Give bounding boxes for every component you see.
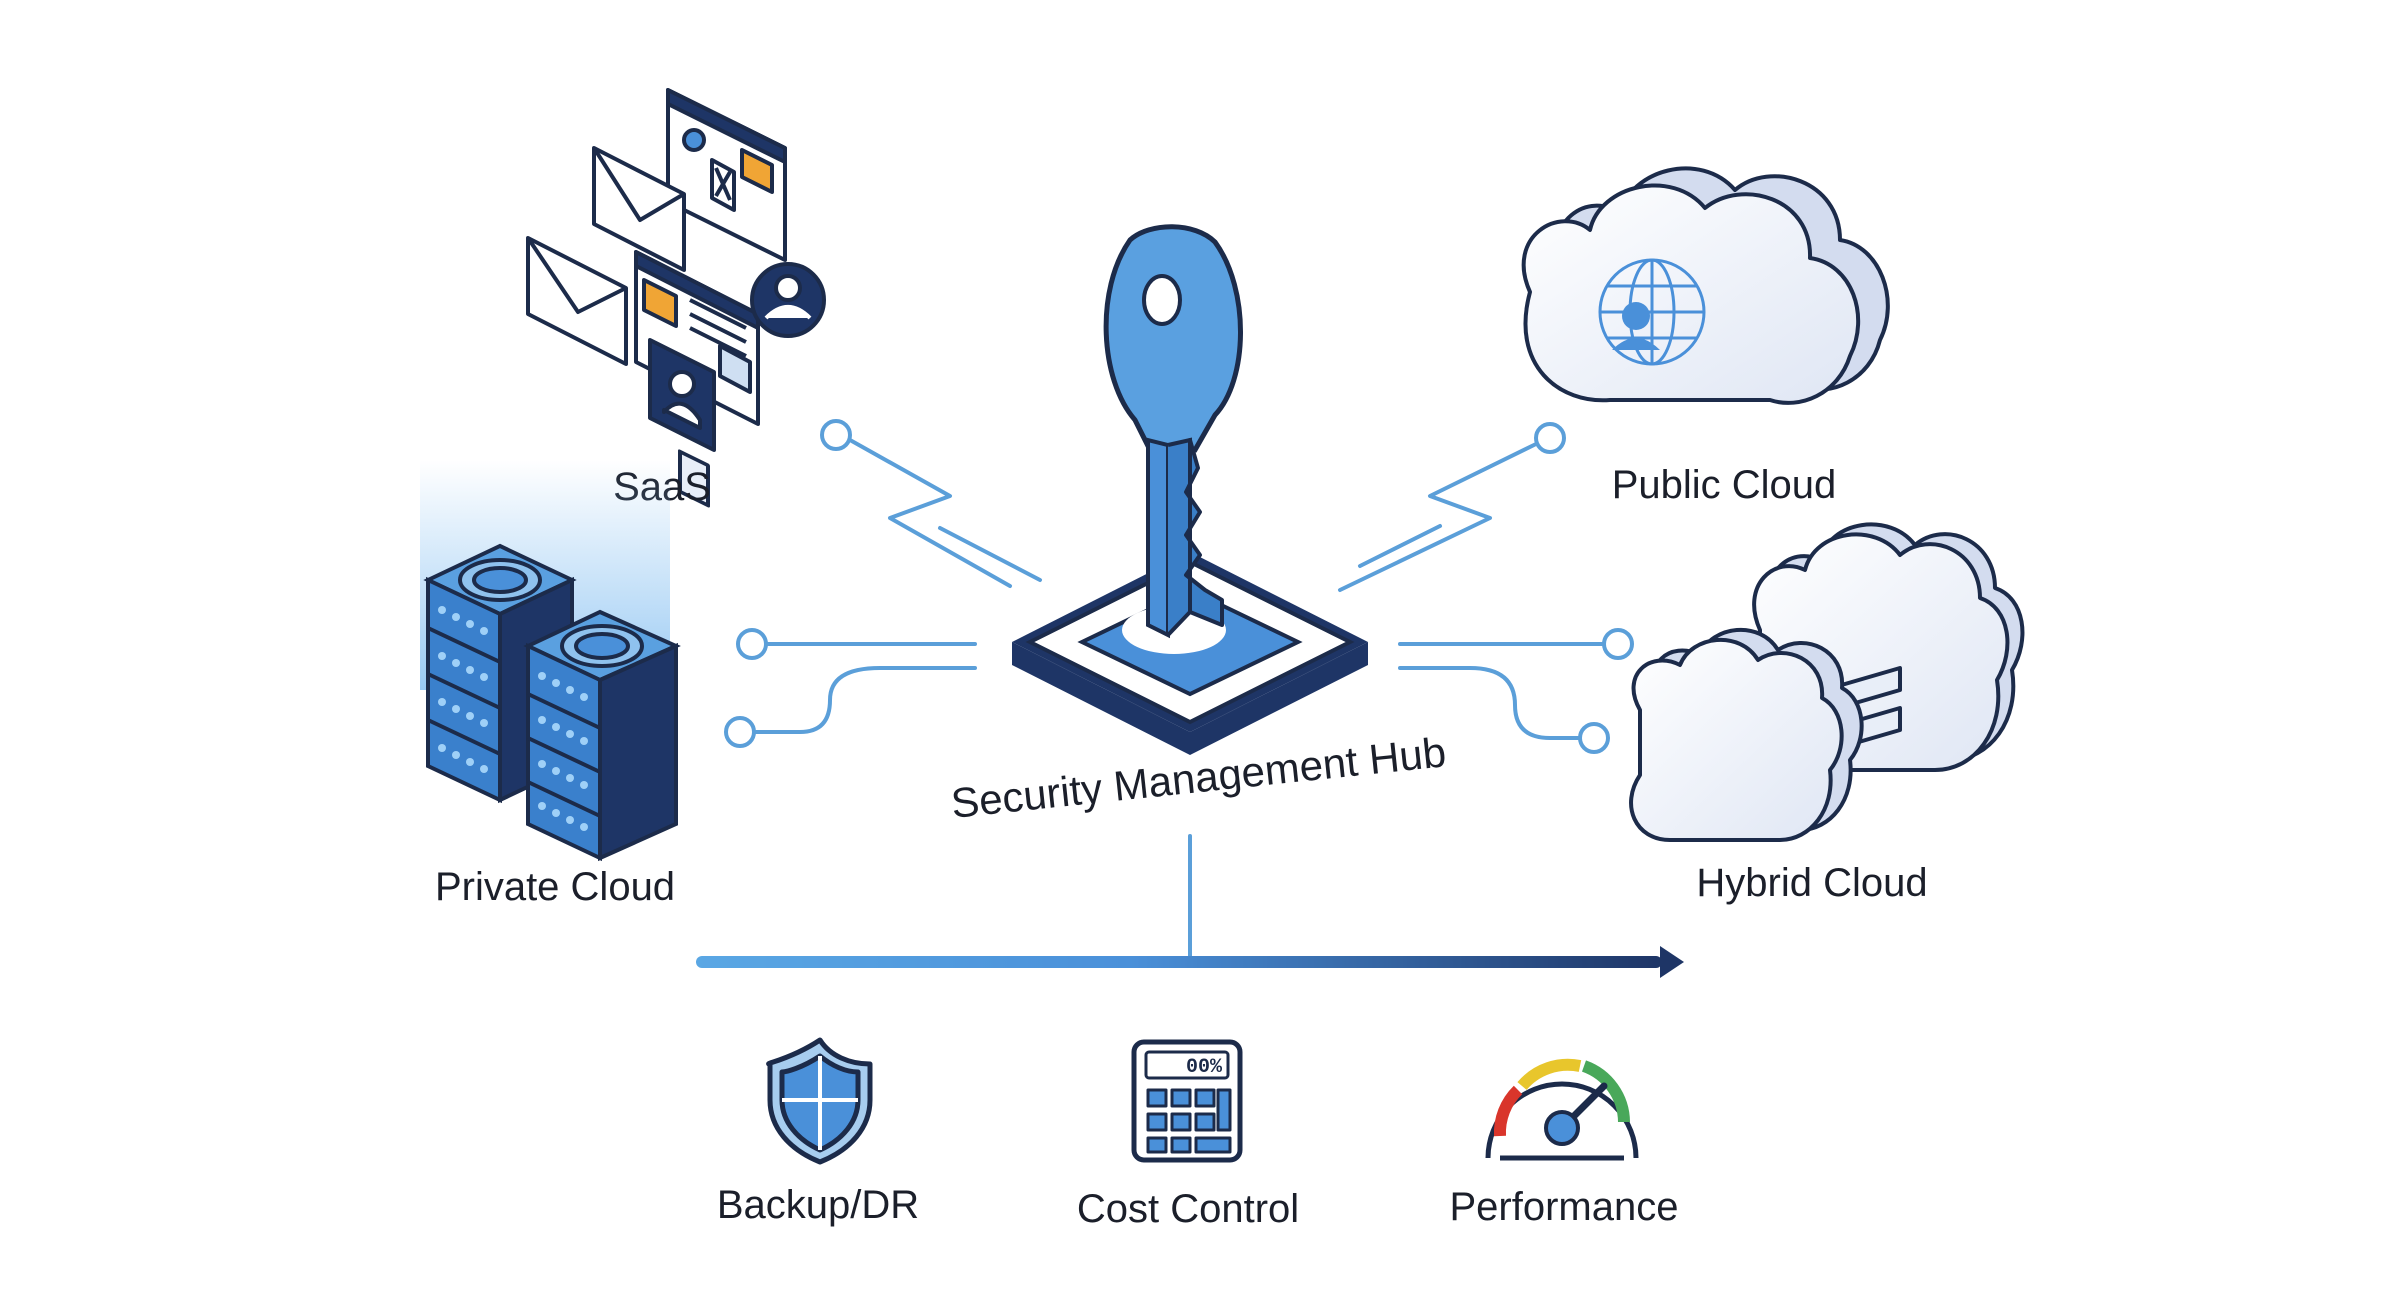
gauge-icon bbox=[1485, 1058, 1639, 1161]
calculator-display: 00% bbox=[1186, 1056, 1223, 1079]
hybrid-cloud-label: Hybrid Cloud bbox=[1696, 861, 1927, 905]
server-rack-icon bbox=[420, 460, 681, 862]
saas-apps-icon bbox=[526, 88, 826, 508]
performance-label: Performance bbox=[1450, 1185, 1679, 1229]
cost-control-label: Cost Control bbox=[1077, 1187, 1299, 1231]
linked-clouds-icon bbox=[1629, 522, 2025, 842]
key-in-lock-icon bbox=[1012, 224, 1368, 755]
public-cloud-label: Public Cloud bbox=[1612, 463, 1837, 507]
backup-label: Backup/DR bbox=[717, 1183, 919, 1227]
private-cloud-label: Private Cloud bbox=[435, 865, 675, 909]
calculator-icon bbox=[1131, 1039, 1243, 1163]
progress-arrow bbox=[696, 946, 1684, 978]
connector-lines bbox=[724, 419, 1634, 964]
cloud-globe-icon bbox=[1521, 166, 1890, 405]
shield-icon bbox=[766, 1037, 873, 1165]
